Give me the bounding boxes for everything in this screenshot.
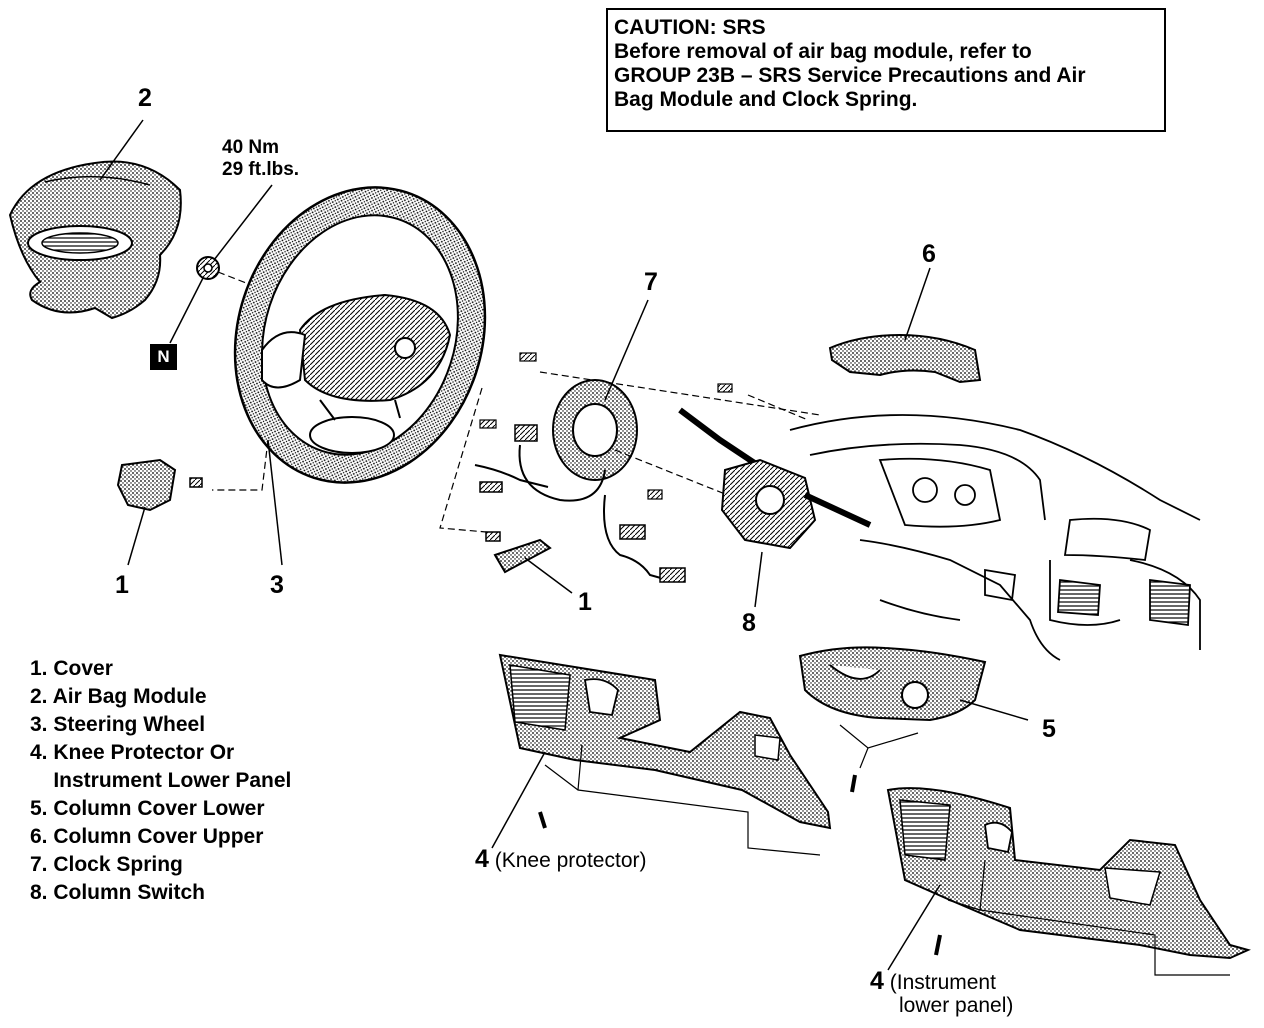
knee-protector-text: (Knee protector)	[494, 849, 647, 872]
knee-protector-number: 4	[475, 845, 489, 873]
legend-item: 1. Cover	[30, 657, 113, 680]
column-switch-drawing	[647, 407, 872, 550]
callout-7: 7	[644, 268, 658, 296]
callout-6: 6	[922, 240, 936, 268]
caution-line-1: Before removal of air bag module, refer …	[614, 40, 1032, 63]
column-cover-lower-drawing	[798, 646, 987, 793]
knee-protector-drawing	[498, 653, 832, 830]
instrument-lower-panel-drawing	[886, 787, 1251, 960]
dashboard-drawing	[789, 414, 1201, 661]
torque-imperial: 29 ft.lbs.	[222, 159, 300, 180]
torque-spec: 40 Nm 29 ft.lbs.	[222, 137, 299, 181]
knee-protector-label: 4 (Knee protector)	[475, 845, 647, 873]
instrument-lower-panel-line1: (Instrument	[889, 971, 996, 994]
clock-spring-drawing	[474, 352, 686, 583]
caution-line-2: GROUP 23B – SRS Service Precautions and …	[614, 64, 1086, 87]
instrument-lower-panel-line2: lower panel)	[899, 994, 1014, 1017]
caution-line-3: Bag Module and Clock Spring.	[614, 88, 918, 111]
legend-item: 8. Column Switch	[30, 881, 206, 904]
cover-left-drawing	[116, 458, 203, 512]
legend-item: 5. Column Cover Lower	[30, 797, 265, 820]
column-cover-upper-drawing	[717, 333, 982, 393]
air-bag-module-drawing	[8, 160, 182, 320]
legend-item: 6. Column Cover Upper	[30, 825, 264, 848]
legend-item: 3. Steering Wheel	[30, 713, 206, 736]
legend-item: 7. Clock Spring	[30, 853, 183, 876]
caution-box: CAUTION: SRS Before removal of air bag m…	[606, 8, 1166, 132]
callout-1-right: 1	[578, 588, 592, 616]
parts-legend: 1. Cover 2. Air Bag Module 3. Steering W…	[30, 655, 291, 907]
steering-wheel-drawing	[233, 186, 487, 484]
callout-5: 5	[1042, 715, 1056, 743]
callout-8: 8	[742, 609, 756, 637]
callout-1-left: 1	[115, 571, 129, 599]
legend-item: Instrument Lower Panel	[30, 769, 292, 792]
legend-item: 2. Air Bag Module	[30, 685, 207, 708]
legend-item: 4. Knee Protector Or	[30, 741, 235, 764]
torque-n-marker: N	[150, 344, 177, 370]
cover-right-drawing	[485, 531, 552, 574]
instrument-lower-panel-label: 4 (Instrument lower panel)	[870, 967, 1014, 1018]
caution-title: CAUTION: SRS	[614, 16, 766, 39]
callout-2: 2	[138, 84, 152, 112]
callout-3: 3	[270, 571, 284, 599]
instrument-lower-panel-number: 4	[870, 967, 884, 995]
torque-metric: 40 Nm	[222, 137, 280, 158]
steering-nut-drawing	[196, 256, 220, 280]
